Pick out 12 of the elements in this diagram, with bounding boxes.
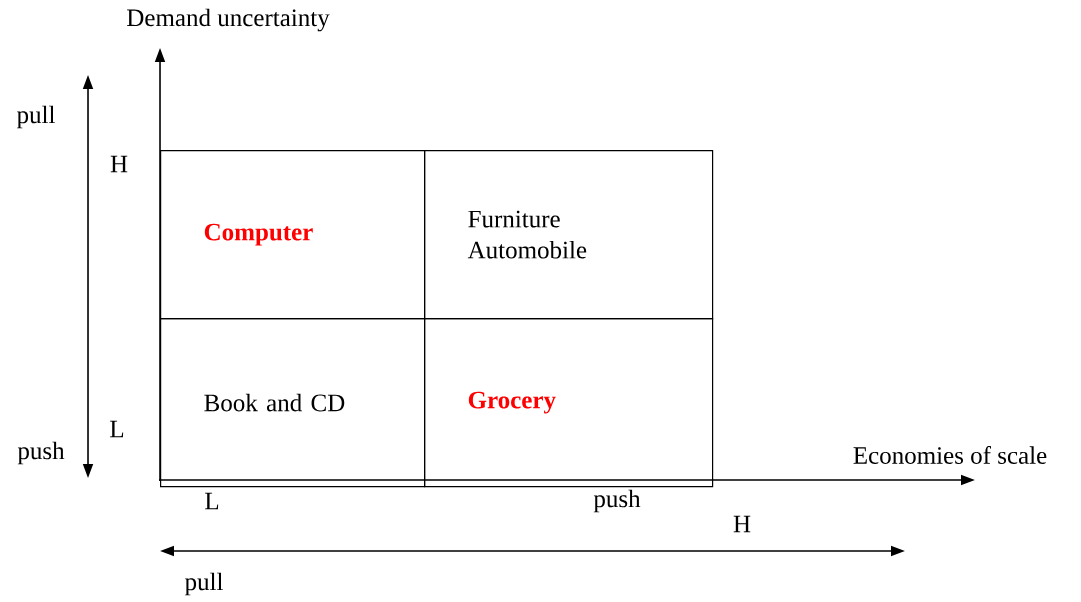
axis-label: Demand uncertainty	[127, 8, 330, 32]
axis-label: H	[733, 515, 751, 533]
axis-label: pull	[184, 572, 223, 596]
axis-label: Economies of scale	[853, 446, 1047, 464]
axis-label: L	[110, 420, 124, 438]
matrix-cell: Furniture Automobile	[424, 150, 714, 320]
matrix-cell: Book and CD	[160, 318, 426, 488]
axis-label: push	[17, 441, 65, 465]
axis-label: pull	[17, 105, 55, 129]
matrix-cell: Computer	[160, 150, 426, 320]
axis-label: H	[110, 155, 128, 173]
matrix-cell: Grocery	[424, 318, 714, 488]
